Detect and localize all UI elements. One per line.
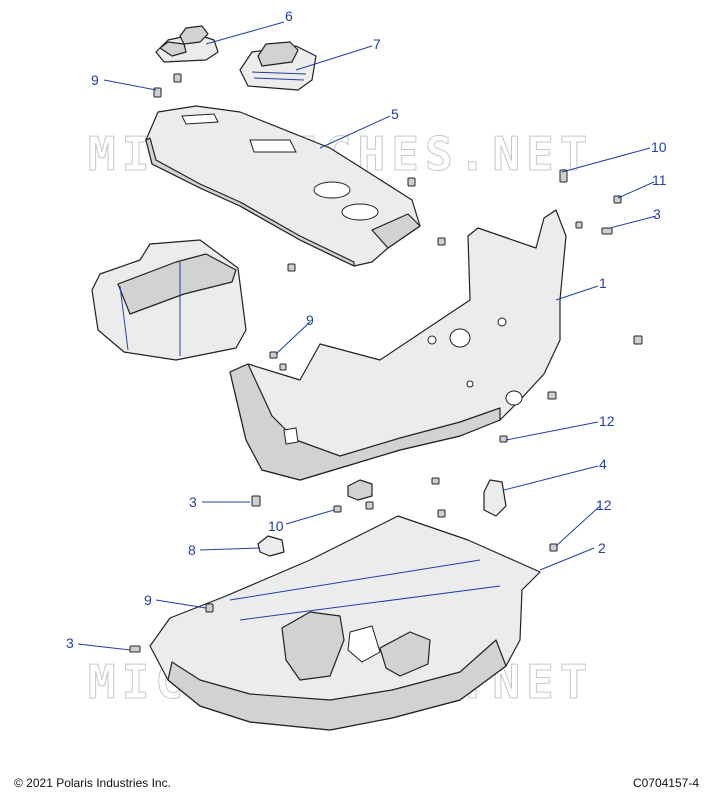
- storage-bin: [91, 239, 247, 361]
- part-2-floor-tub: [149, 515, 541, 731]
- callout-9: 9: [91, 72, 99, 88]
- fasteners-tub-area: [129, 543, 558, 653]
- callout-2: 2: [598, 540, 606, 556]
- callout-labels: 6 7 9 5 10 11 3 1 9 12 4 3 10 12 8 2 9 3: [66, 8, 667, 651]
- fasteners-bulkhead-area: [251, 335, 643, 518]
- callout-3-mid: 3: [189, 494, 197, 510]
- part-5-center-console: [145, 105, 421, 267]
- callout-10-mid: 10: [268, 518, 284, 534]
- callout-4: 4: [599, 456, 607, 472]
- fastener-9-top: [153, 73, 182, 98]
- part-1-bulkhead-panel: [229, 209, 567, 481]
- callout-6: 6: [285, 8, 293, 24]
- callout-8: 8: [188, 542, 196, 558]
- copyright-text: © 2021 Polaris Industries Inc.: [14, 776, 171, 790]
- callout-7: 7: [373, 36, 381, 52]
- callout-5: 5: [391, 106, 399, 122]
- callout-9-mid: 9: [306, 312, 314, 328]
- callout-12: 12: [599, 413, 615, 429]
- callout-3: 3: [653, 206, 661, 222]
- callout-9-lower: 9: [144, 592, 152, 608]
- callout-3-lower: 3: [66, 635, 74, 651]
- callout-1: 1: [599, 275, 607, 291]
- part-8-bracket: [257, 535, 285, 557]
- fasteners-console-area: [287, 169, 622, 272]
- part-4-bracket: [347, 479, 507, 517]
- callout-10: 10: [651, 139, 667, 155]
- part-6-shift-boot-pair: [155, 25, 219, 63]
- callout-leaders: [77, 21, 657, 651]
- callout-12-lower: 12: [596, 497, 612, 513]
- part-7-shifter-boot: [239, 41, 317, 91]
- callout-11: 11: [652, 172, 667, 188]
- figure-id: C0704157-4: [632, 776, 699, 790]
